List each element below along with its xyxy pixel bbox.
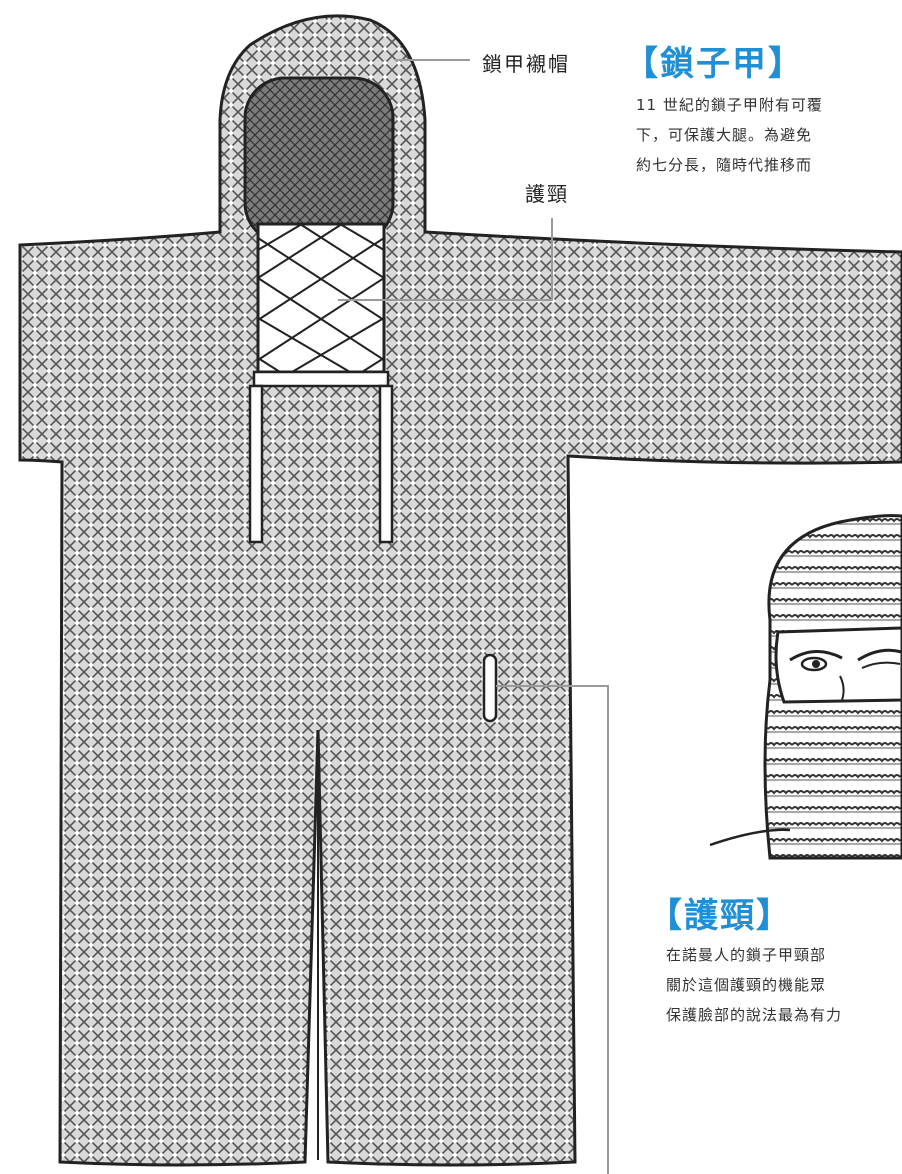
mail-heading: 【鎖子甲】 xyxy=(624,44,804,84)
ventail-description-line: 保護臉部的說法最為有力 xyxy=(666,1006,843,1024)
ventail-label: 護頸 xyxy=(525,182,569,206)
ventail-leader-line xyxy=(338,218,553,301)
mail-description-line: 下，可保護大腿。為避免 xyxy=(636,126,813,144)
ventail-description: 在諾曼人的鎖子甲頸部 關於這個護頸的機能眾 保護臉部的說法最為有力 xyxy=(666,940,902,1030)
slit-leader-line xyxy=(496,685,609,1174)
mail-description-line: 11 世紀的鎖子甲附有可覆 xyxy=(636,96,823,114)
coif-label: 鎖甲襯帽 xyxy=(482,52,570,76)
hauberk xyxy=(18,14,902,1167)
head-inset xyxy=(709,514,902,860)
ventail-flap xyxy=(248,222,394,544)
mail-description-line: 約七分長，隨時代推移而 xyxy=(636,156,813,174)
mail-description: 11 世紀的鎖子甲附有可覆 下，可保護大腿。為避免 約七分長，隨時代推移而 xyxy=(636,90,902,180)
ventail-heading: 【護頸】 xyxy=(648,896,792,936)
sword-slit xyxy=(482,653,498,723)
ventail-description-line: 關於這個護頸的機能眾 xyxy=(666,976,827,994)
face-opening xyxy=(243,76,395,245)
ventail-description-line: 在諾曼人的鎖子甲頸部 xyxy=(666,946,827,964)
